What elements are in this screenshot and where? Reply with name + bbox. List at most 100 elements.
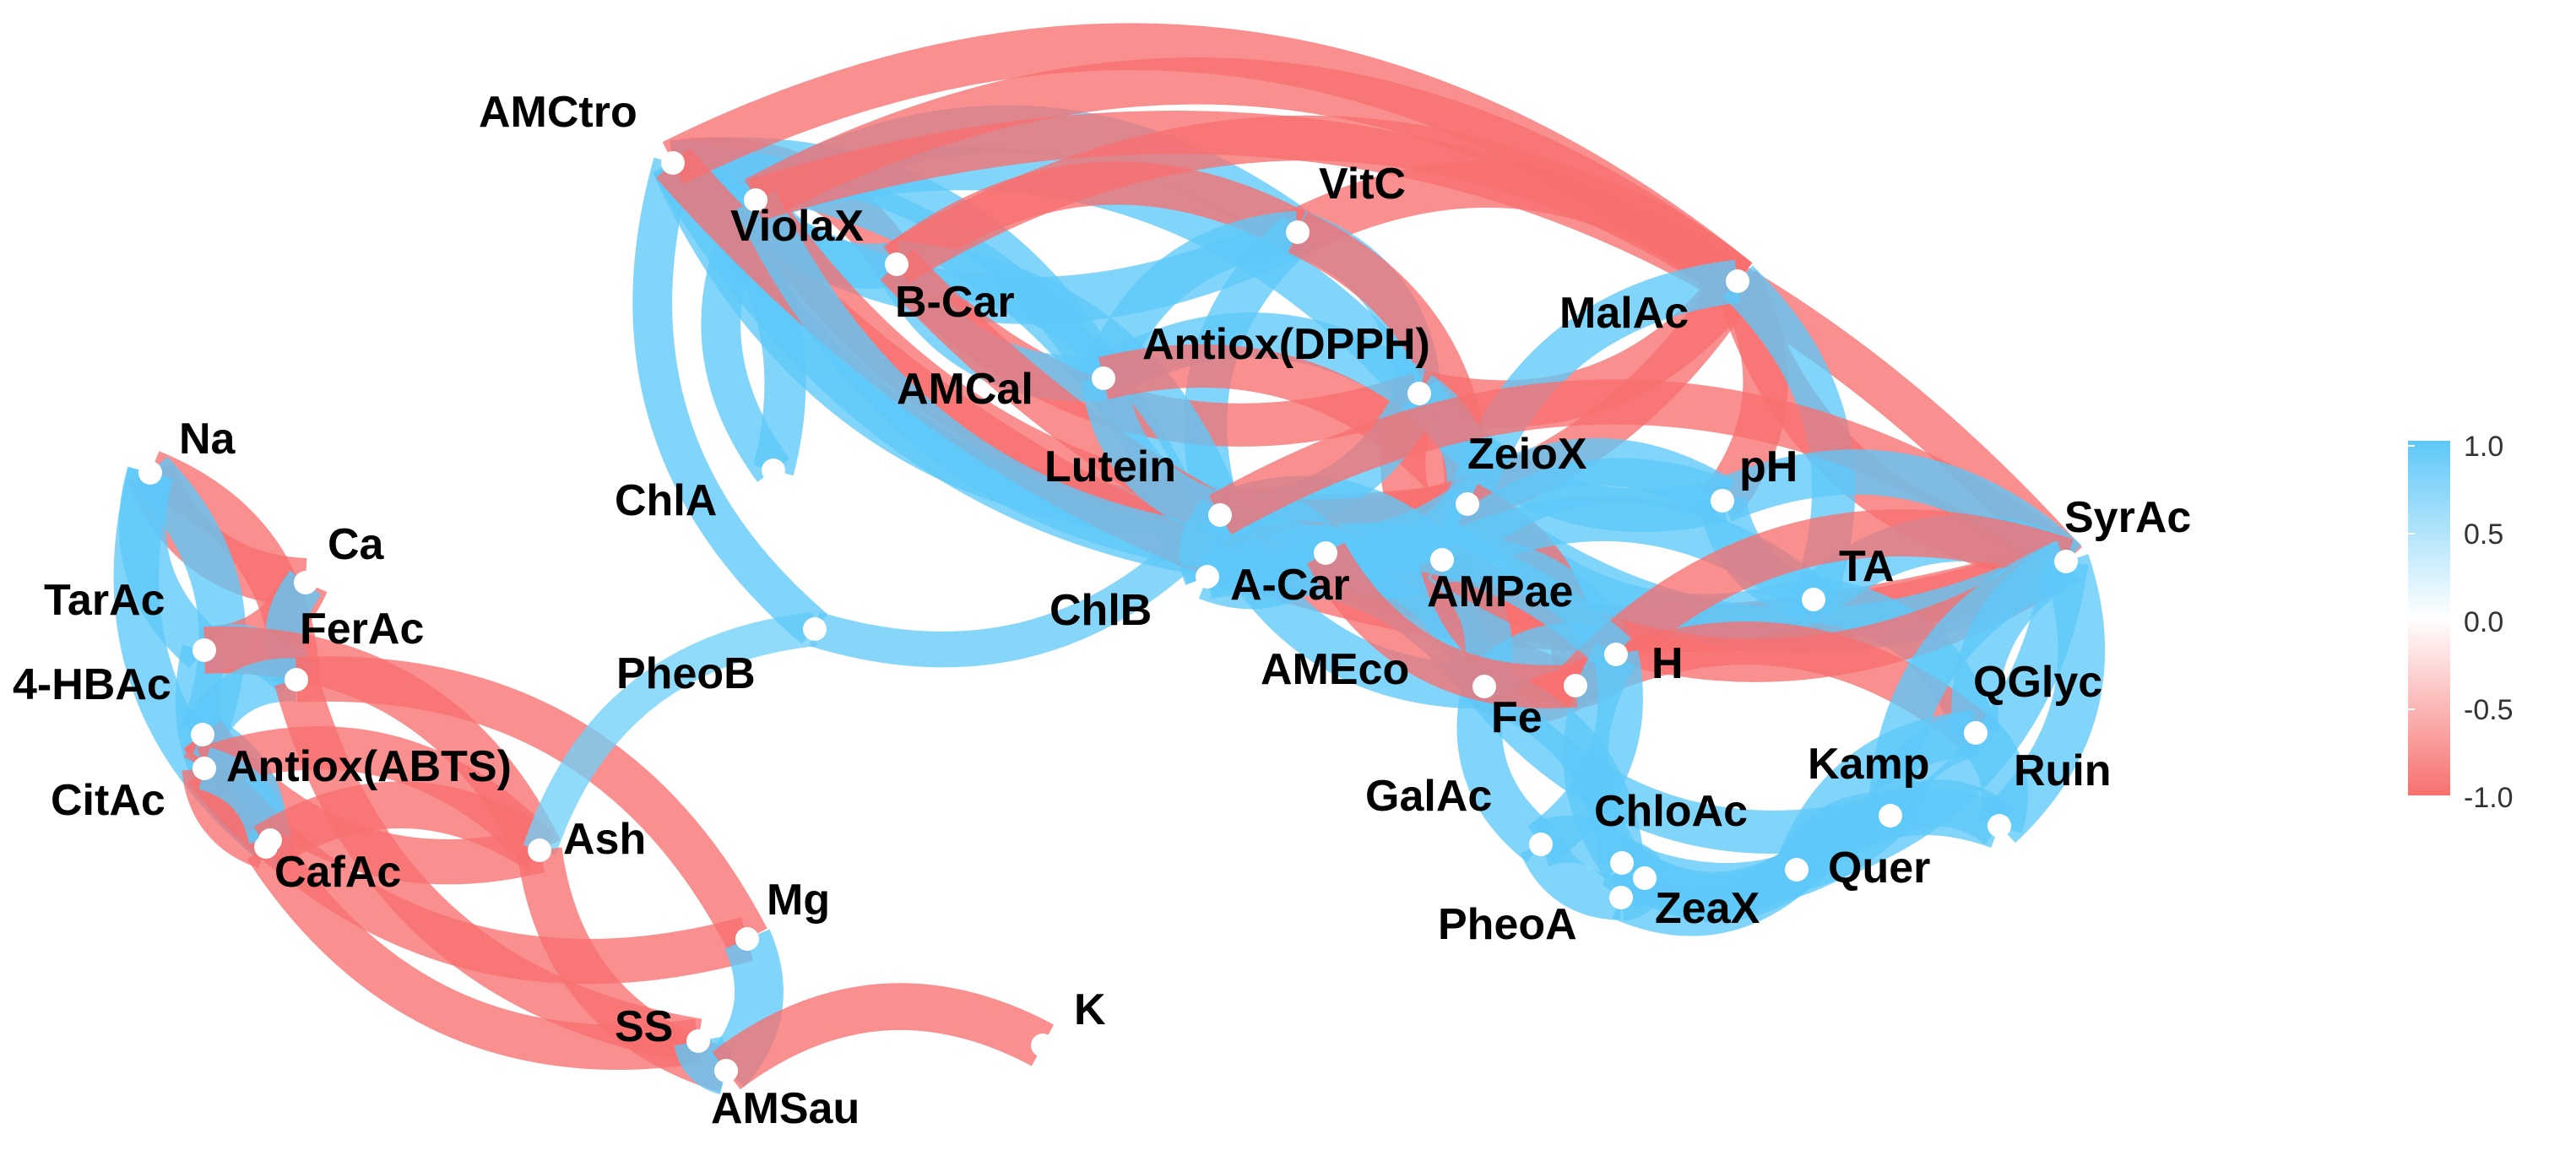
node-label-Na: Na xyxy=(179,415,236,464)
edge-PheoA-Quer xyxy=(1612,852,1812,936)
edge-AMCal-Lutein xyxy=(1081,374,1228,537)
legend-tick-label: -0.5 xyxy=(2464,694,2514,726)
node-layer xyxy=(138,151,2078,1082)
node-label-AMEco: AMEco xyxy=(1261,645,1409,694)
node-PheoA xyxy=(1609,886,1633,909)
node-ChloAc xyxy=(1610,851,1634,875)
node-label-Lutein: Lutein xyxy=(1044,442,1176,491)
node-AMCtro xyxy=(661,151,685,175)
node-label-A-Car: A-Car xyxy=(1230,561,1350,610)
node-SS xyxy=(686,1029,710,1053)
node-MalAc xyxy=(1726,269,1749,293)
edge-PheoB-AMCtro xyxy=(632,157,828,644)
node-PheoB xyxy=(803,617,827,641)
node-ZeioX xyxy=(1456,492,1479,516)
node-label-ZeaX: ZeaX xyxy=(1655,884,1760,933)
legend-ticks: 1.0 0.5 0.0 -0.5 -1.0 xyxy=(2408,431,2514,814)
node-Antiox(DPPH) xyxy=(1407,382,1431,405)
node-label-B-Car: B-Car xyxy=(895,278,1015,327)
node-TarAc xyxy=(193,638,216,662)
node-label-AMSau: AMSau xyxy=(711,1084,860,1133)
node-QGlyc xyxy=(1964,721,1988,745)
node-CafAc xyxy=(254,835,278,859)
node-label-SyrAc: SyrAc xyxy=(2064,493,2191,542)
legend-tick-label: 0.0 xyxy=(2464,606,2503,638)
node-label-VitC: VitC xyxy=(1319,160,1406,209)
node-pH xyxy=(1711,489,1734,513)
edge-H-SyrAc xyxy=(1558,509,2074,703)
node-label-Ca: Ca xyxy=(328,520,385,569)
node-ChlB xyxy=(1196,565,1219,589)
edge-CafAc-Ash xyxy=(253,781,553,871)
node-label-ChloAc: ChloAc xyxy=(1594,787,1748,836)
node-label-Mg: Mg xyxy=(767,876,830,925)
node-Antiox(ABTS) xyxy=(193,757,216,780)
node-label-ChlA: ChlA xyxy=(615,476,717,525)
edge-Ash-PheoB xyxy=(523,612,817,856)
node-AMCal xyxy=(1092,366,1115,390)
node-label-AMPae: AMPae xyxy=(1427,567,1573,616)
node-B-Car xyxy=(885,252,908,276)
node-label-Kamp: Kamp xyxy=(1808,740,1929,789)
node-ViolaX xyxy=(744,188,767,212)
edge-AMCal-ZeioX xyxy=(1098,344,1485,518)
node-SyrAc xyxy=(2054,550,2078,573)
node-K xyxy=(1031,1034,1055,1057)
node-label-CitAc: CitAc xyxy=(51,776,165,825)
node-Fe xyxy=(1604,643,1628,666)
node-label-PheoA: PheoA xyxy=(1438,900,1577,949)
node-GalAc xyxy=(1529,833,1553,856)
node-label-TA: TA xyxy=(1839,542,1894,591)
edge-AMSau-K xyxy=(712,983,1055,1090)
edge-ChlB-Fe xyxy=(1199,523,1631,670)
node-label-H: H xyxy=(1651,639,1684,688)
node-label-Fe: Fe xyxy=(1491,693,1543,742)
edge-MalAc-ZeioX xyxy=(1446,259,1741,511)
node-label-PheoB: PheoB xyxy=(616,649,756,698)
node-AMEco xyxy=(1472,675,1496,698)
edge-layer xyxy=(113,23,2106,1095)
node-label-4-HBAc: 4-HBAc xyxy=(13,660,171,709)
legend-tick-label: -1.0 xyxy=(2464,782,2514,814)
edge-B-Car-Lutein xyxy=(894,241,1243,524)
edge-FerAc-Mg xyxy=(295,656,767,950)
node-label-Antiox(ABTS): Antiox(ABTS) xyxy=(226,742,512,791)
node-A-Car xyxy=(1314,541,1337,565)
legend-colorbar xyxy=(2408,441,2450,795)
node-Mg xyxy=(735,927,759,951)
node-label-ViolaX: ViolaX xyxy=(730,202,864,251)
legend-tick-label: 0.5 xyxy=(2464,518,2503,551)
node-ChlA xyxy=(762,458,785,482)
node-label-Antiox(DPPH): Antiox(DPPH) xyxy=(1142,320,1430,369)
node-TA xyxy=(1802,588,1825,611)
node-label-AMCtro: AMCtro xyxy=(479,88,637,137)
edge-CafAc-SS xyxy=(247,834,702,1070)
edge-B-Car-MalAc xyxy=(885,115,1750,301)
node-Ruin xyxy=(1988,814,2011,838)
node-label-Quer: Quer xyxy=(1828,844,1930,893)
node-4-HBAc xyxy=(191,723,214,746)
node-AMSau xyxy=(714,1059,738,1082)
node-label-TarAc: TarAc xyxy=(44,576,165,625)
node-label-ChlB: ChlB xyxy=(1049,586,1152,635)
node-label-GalAc: GalAc xyxy=(1365,772,1492,821)
legend-tick-label: 1.0 xyxy=(2464,431,2503,463)
node-label-pH: pH xyxy=(1739,442,1798,491)
node-label-SS: SS xyxy=(615,1002,673,1051)
node-Quer xyxy=(1785,858,1809,882)
node-label-QGlyc: QGlyc xyxy=(1973,658,2102,707)
node-AMPae xyxy=(1430,548,1454,572)
node-label-FerAc: FerAc xyxy=(300,605,424,654)
edge-A-Car-H xyxy=(1306,542,1578,708)
node-label-CafAc: CafAc xyxy=(274,848,401,897)
edge-GalAc-PheoA xyxy=(1520,834,1623,920)
node-ZeaX xyxy=(1633,866,1657,890)
node-label-MalAc: MalAc xyxy=(1559,289,1689,338)
node-label-Ruin: Ruin xyxy=(2014,746,2112,795)
node-Na xyxy=(138,461,162,485)
node-Kamp xyxy=(1879,804,1902,827)
node-label-ZeioX: ZeioX xyxy=(1467,430,1587,479)
node-label-AMCal: AMCal xyxy=(897,365,1033,414)
